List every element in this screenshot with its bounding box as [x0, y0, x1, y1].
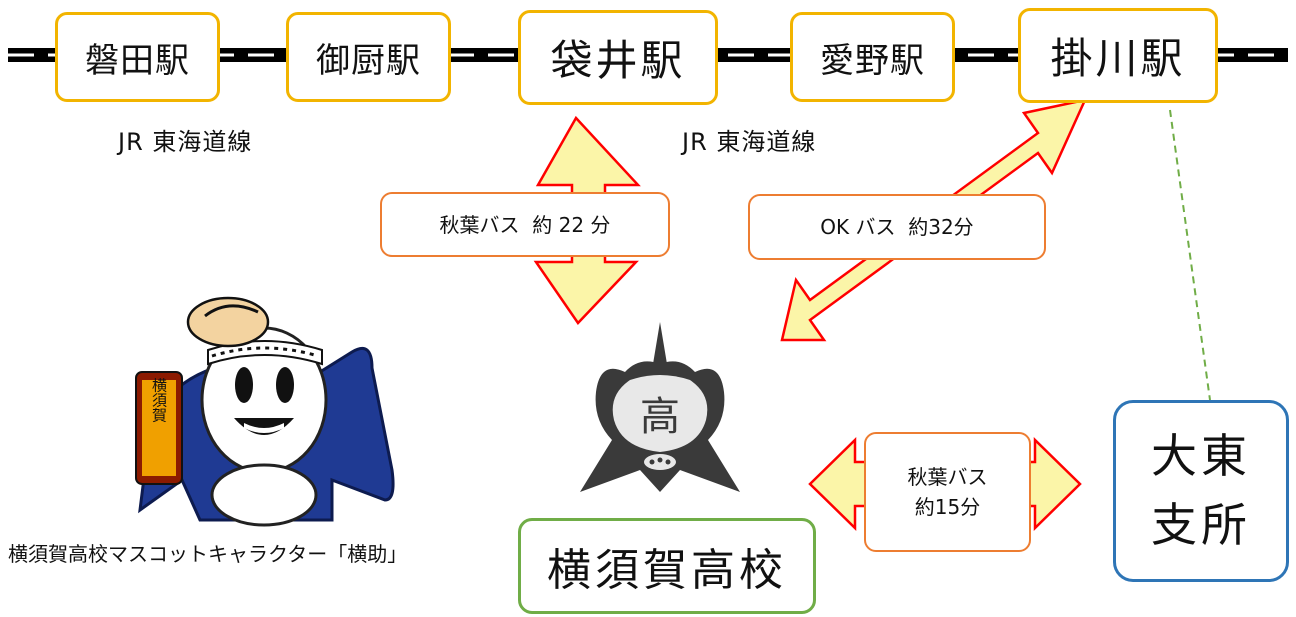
kakegawa-daito-dashed-line: [1169, 109, 1211, 401]
bus-route-daito-line1: 秋葉バス: [907, 465, 988, 489]
bus-route-daito-line2: 約15分: [914, 495, 981, 519]
school-crest-icon: 高: [580, 322, 740, 492]
mascot-caption: 横須賀高校マスコットキャラクター「横助」: [8, 542, 408, 566]
rail-line-label-right: JR 東海道線: [682, 128, 817, 156]
bus-route-daito: 秋葉バス 約15分: [864, 432, 1031, 552]
bus-route-kakegawa: OK バス 約32分: [748, 194, 1046, 260]
station-iwata: 磐田駅: [55, 12, 220, 102]
mascot-sign: 横須賀: [150, 378, 168, 423]
station-kakegawa: 掛川駅: [1018, 8, 1218, 103]
school-name: 横須賀高校: [518, 518, 816, 614]
bus-route-fukuroi: 秋葉バス 約 22 分: [380, 192, 670, 257]
mascot-illustration: 横須賀: [135, 296, 395, 527]
station-mikuriya: 御厨駅: [286, 12, 451, 102]
crest-character: 高: [640, 394, 680, 440]
station-fukuroi: 袋井駅: [518, 10, 718, 105]
daito-branch-line1: 大東: [1151, 429, 1251, 483]
station-aino: 愛野駅: [790, 12, 955, 102]
daito-branch-line2: 支所: [1151, 498, 1251, 552]
daito-branch: 大東 支所: [1113, 400, 1289, 582]
rail-line-label-left: JR 東海道線: [118, 128, 253, 156]
